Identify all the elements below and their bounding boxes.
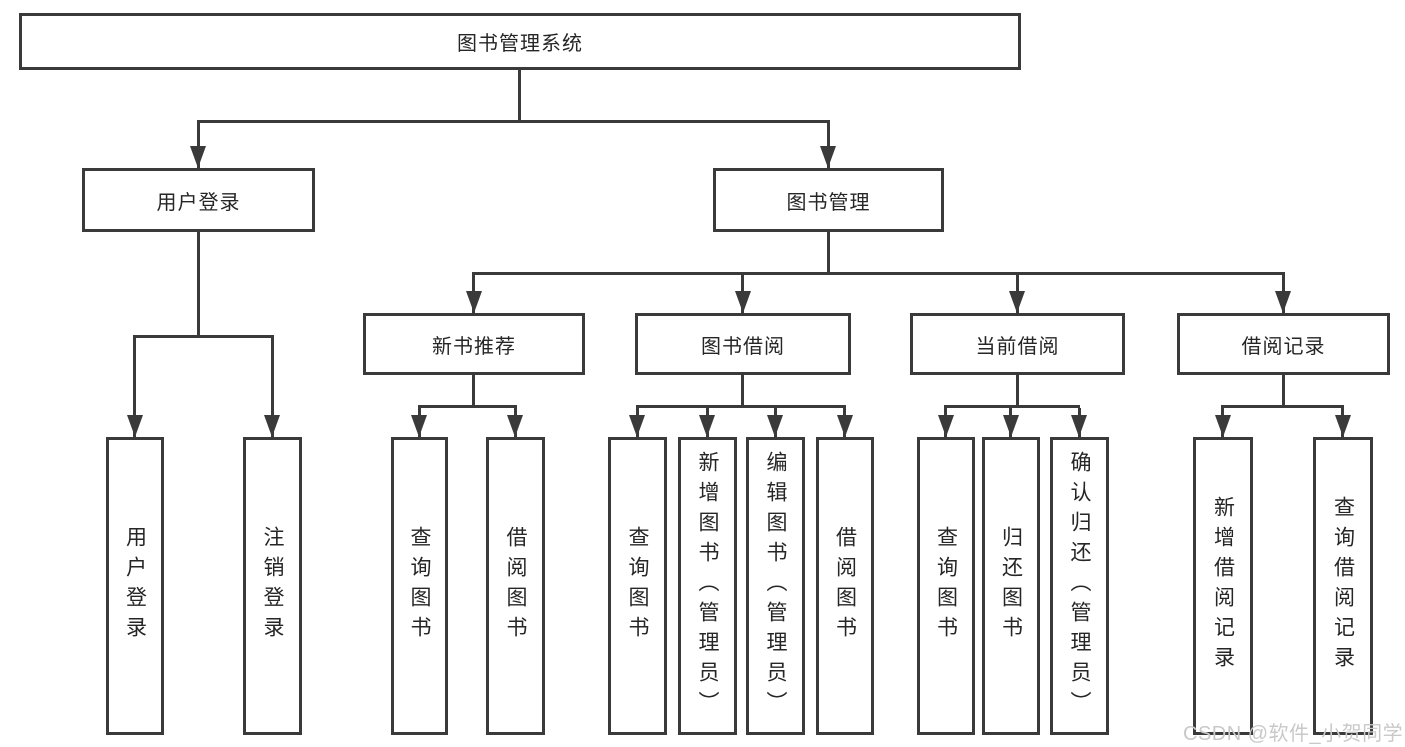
node-leaf-cb-return-label: 归还图书 [999,526,1023,646]
node-leaf-bb-edit-label: 编辑图书（管理员） [764,451,787,721]
arrowhead-book-mgmt [820,146,836,168]
node-borrow-record-label: 借阅记录 [1241,335,1326,358]
connector-br-bar [1221,405,1344,408]
node-leaf-bb-query: 查询图书 [608,437,667,735]
node-leaf-br-query-label: 查询借阅记录 [1331,496,1355,676]
node-leaf-user-login: 用户登录 [106,437,164,735]
node-book-mgmt: 图书管理 [713,168,944,232]
node-user-login-label: 用户登录 [156,191,241,214]
node-root: 图书管理系统 [19,13,1021,70]
node-leaf-rec-borrow-label: 借阅图书 [504,526,527,646]
connector-level2-bar [472,272,1285,275]
arrowhead-borrow-record [1275,291,1291,313]
node-borrow-record: 借阅记录 [1177,313,1390,375]
arrowhead-user-login [190,146,206,168]
node-new-book-rec: 新书推荐 [363,313,585,375]
node-leaf-bb-add-label: 新增图书（管理员） [696,451,719,721]
arrowhead-rec-borrow [507,415,523,437]
node-current-borrow: 当前借阅 [910,313,1125,375]
connector-bb-stem [741,375,744,408]
arrowhead-br-query [1335,415,1351,437]
node-leaf-cb-confirm: 确认归还（管理员） [1050,437,1109,735]
node-leaf-bb-borrow: 借阅图书 [816,437,874,735]
node-leaf-cb-return: 归还图书 [982,437,1040,735]
arrowhead-bb-query [629,415,645,437]
node-leaf-cb-query: 查询图书 [917,437,975,735]
connector-user-login-bar [133,335,274,338]
arrowhead-bb-edit [767,415,783,437]
connector-drop-leaf-logout [271,338,274,437]
arrowhead-cb-query [938,415,954,437]
node-book-borrow-label: 图书借阅 [701,335,785,358]
node-leaf-rec-borrow: 借阅图书 [486,437,545,735]
node-leaf-bb-add: 新增图书（管理员） [678,437,737,735]
node-leaf-bb-query-label: 查询图书 [626,526,649,646]
node-leaf-cb-confirm-label: 确认归还（管理员） [1068,451,1091,721]
connector-drop-leaf-user-login [133,338,136,437]
arrowhead-cb-return [1003,415,1019,437]
arrowhead-rec-query [411,415,427,437]
node-leaf-br-add-label: 新增借阅记录 [1211,496,1235,676]
arrowhead-cb-confirm [1071,415,1087,437]
node-leaf-br-add: 新增借阅记录 [1193,437,1253,735]
arrowhead-leaf-logout [264,415,280,437]
node-leaf-br-query: 查询借阅记录 [1313,437,1373,735]
connector-root-stem [518,70,521,123]
node-book-mgmt-label: 图书管理 [786,191,871,214]
connector-cb-stem [1016,375,1019,408]
arrowhead-leaf-user-login [127,415,143,437]
arrowhead-current-borrow [1009,291,1025,313]
connector-book-mgmt-stem [827,232,830,275]
connector-user-login-stem [197,232,200,338]
connector-drop-book-mgmt [827,123,830,168]
node-leaf-rec-query-label: 查询图书 [408,526,431,646]
connector-rec-bar [418,405,517,408]
arrowhead-book-borrow [735,291,751,313]
node-leaf-cb-query-label: 查询图书 [934,526,958,646]
node-book-borrow: 图书借阅 [635,313,851,375]
connector-cb-bar [944,405,1080,408]
node-new-book-rec-label: 新书推荐 [432,335,516,358]
node-root-label: 图书管理系统 [457,33,583,55]
connector-level1-bar [197,120,830,123]
node-current-borrow-label: 当前借阅 [975,335,1060,358]
connector-rec-stem [472,375,475,408]
connector-bb-bar [636,405,846,408]
node-leaf-rec-query: 查询图书 [391,437,448,735]
arrowhead-new-book-rec [466,291,482,313]
node-leaf-user-login-label: 用户登录 [123,526,147,646]
arrowhead-bb-add [699,415,715,437]
node-leaf-bb-edit: 编辑图书（管理员） [746,437,805,735]
node-user-login: 用户登录 [82,168,315,232]
arrowhead-bb-borrow [837,415,853,437]
node-leaf-logout: 注销登录 [243,437,302,735]
connector-br-stem [1282,375,1285,408]
node-leaf-bb-borrow-label: 借阅图书 [833,526,857,646]
csdn-watermark: CSDN @软件_小贺同学 [1183,723,1404,745]
arrowhead-br-add [1215,415,1231,437]
connector-drop-user-login [197,123,200,168]
node-leaf-logout-label: 注销登录 [261,526,284,646]
